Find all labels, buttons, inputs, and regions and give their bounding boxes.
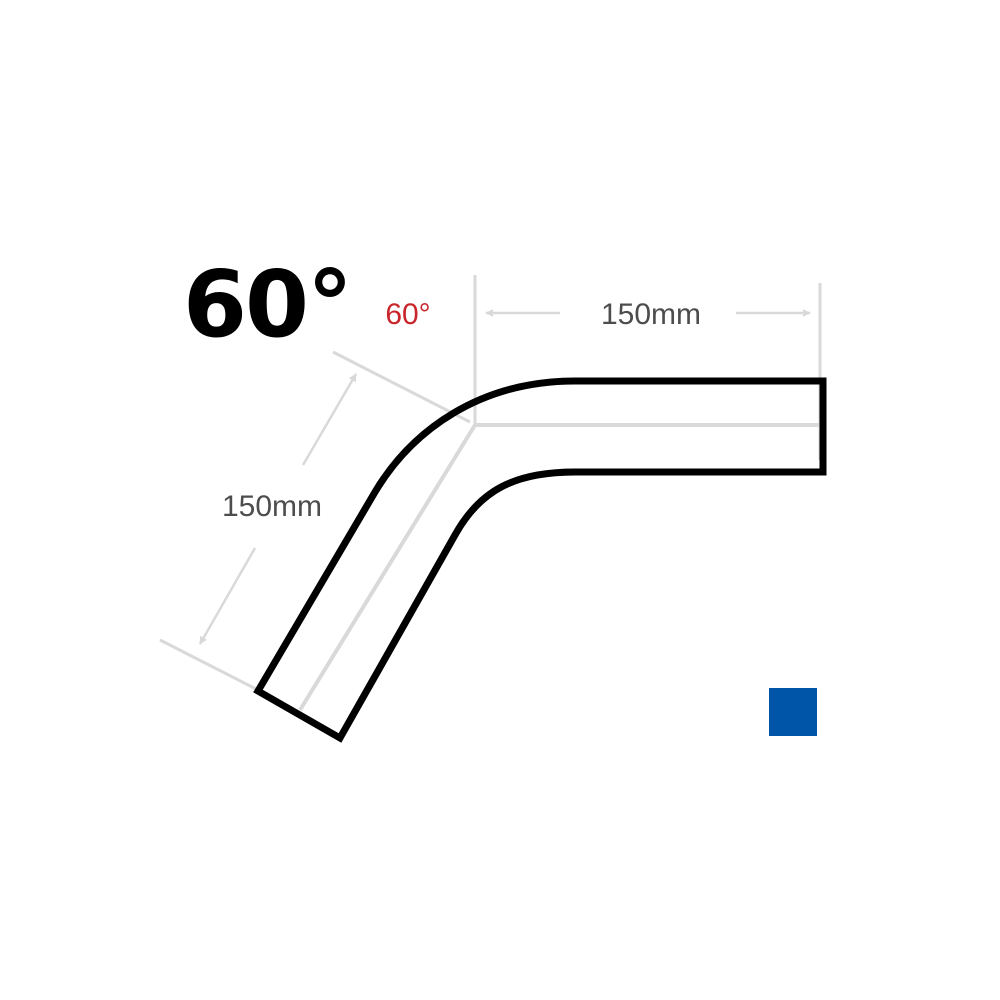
extension-line-upper bbox=[332, 350, 471, 424]
dimension-label-straight: 150mm bbox=[601, 298, 701, 331]
dimension-arrows bbox=[198, 309, 811, 645]
dimension-label-angled: 150mm bbox=[222, 490, 322, 523]
tube-outline bbox=[253, 377, 827, 743]
color-swatch bbox=[769, 688, 817, 736]
centerline bbox=[298, 423, 825, 712]
angle-label: 60° bbox=[385, 298, 430, 331]
dim-arrow-lower bbox=[198, 547, 257, 645]
extension-line-lower bbox=[159, 638, 263, 694]
title: 60° bbox=[183, 251, 351, 358]
dim-arrow-upper bbox=[301, 373, 358, 466]
